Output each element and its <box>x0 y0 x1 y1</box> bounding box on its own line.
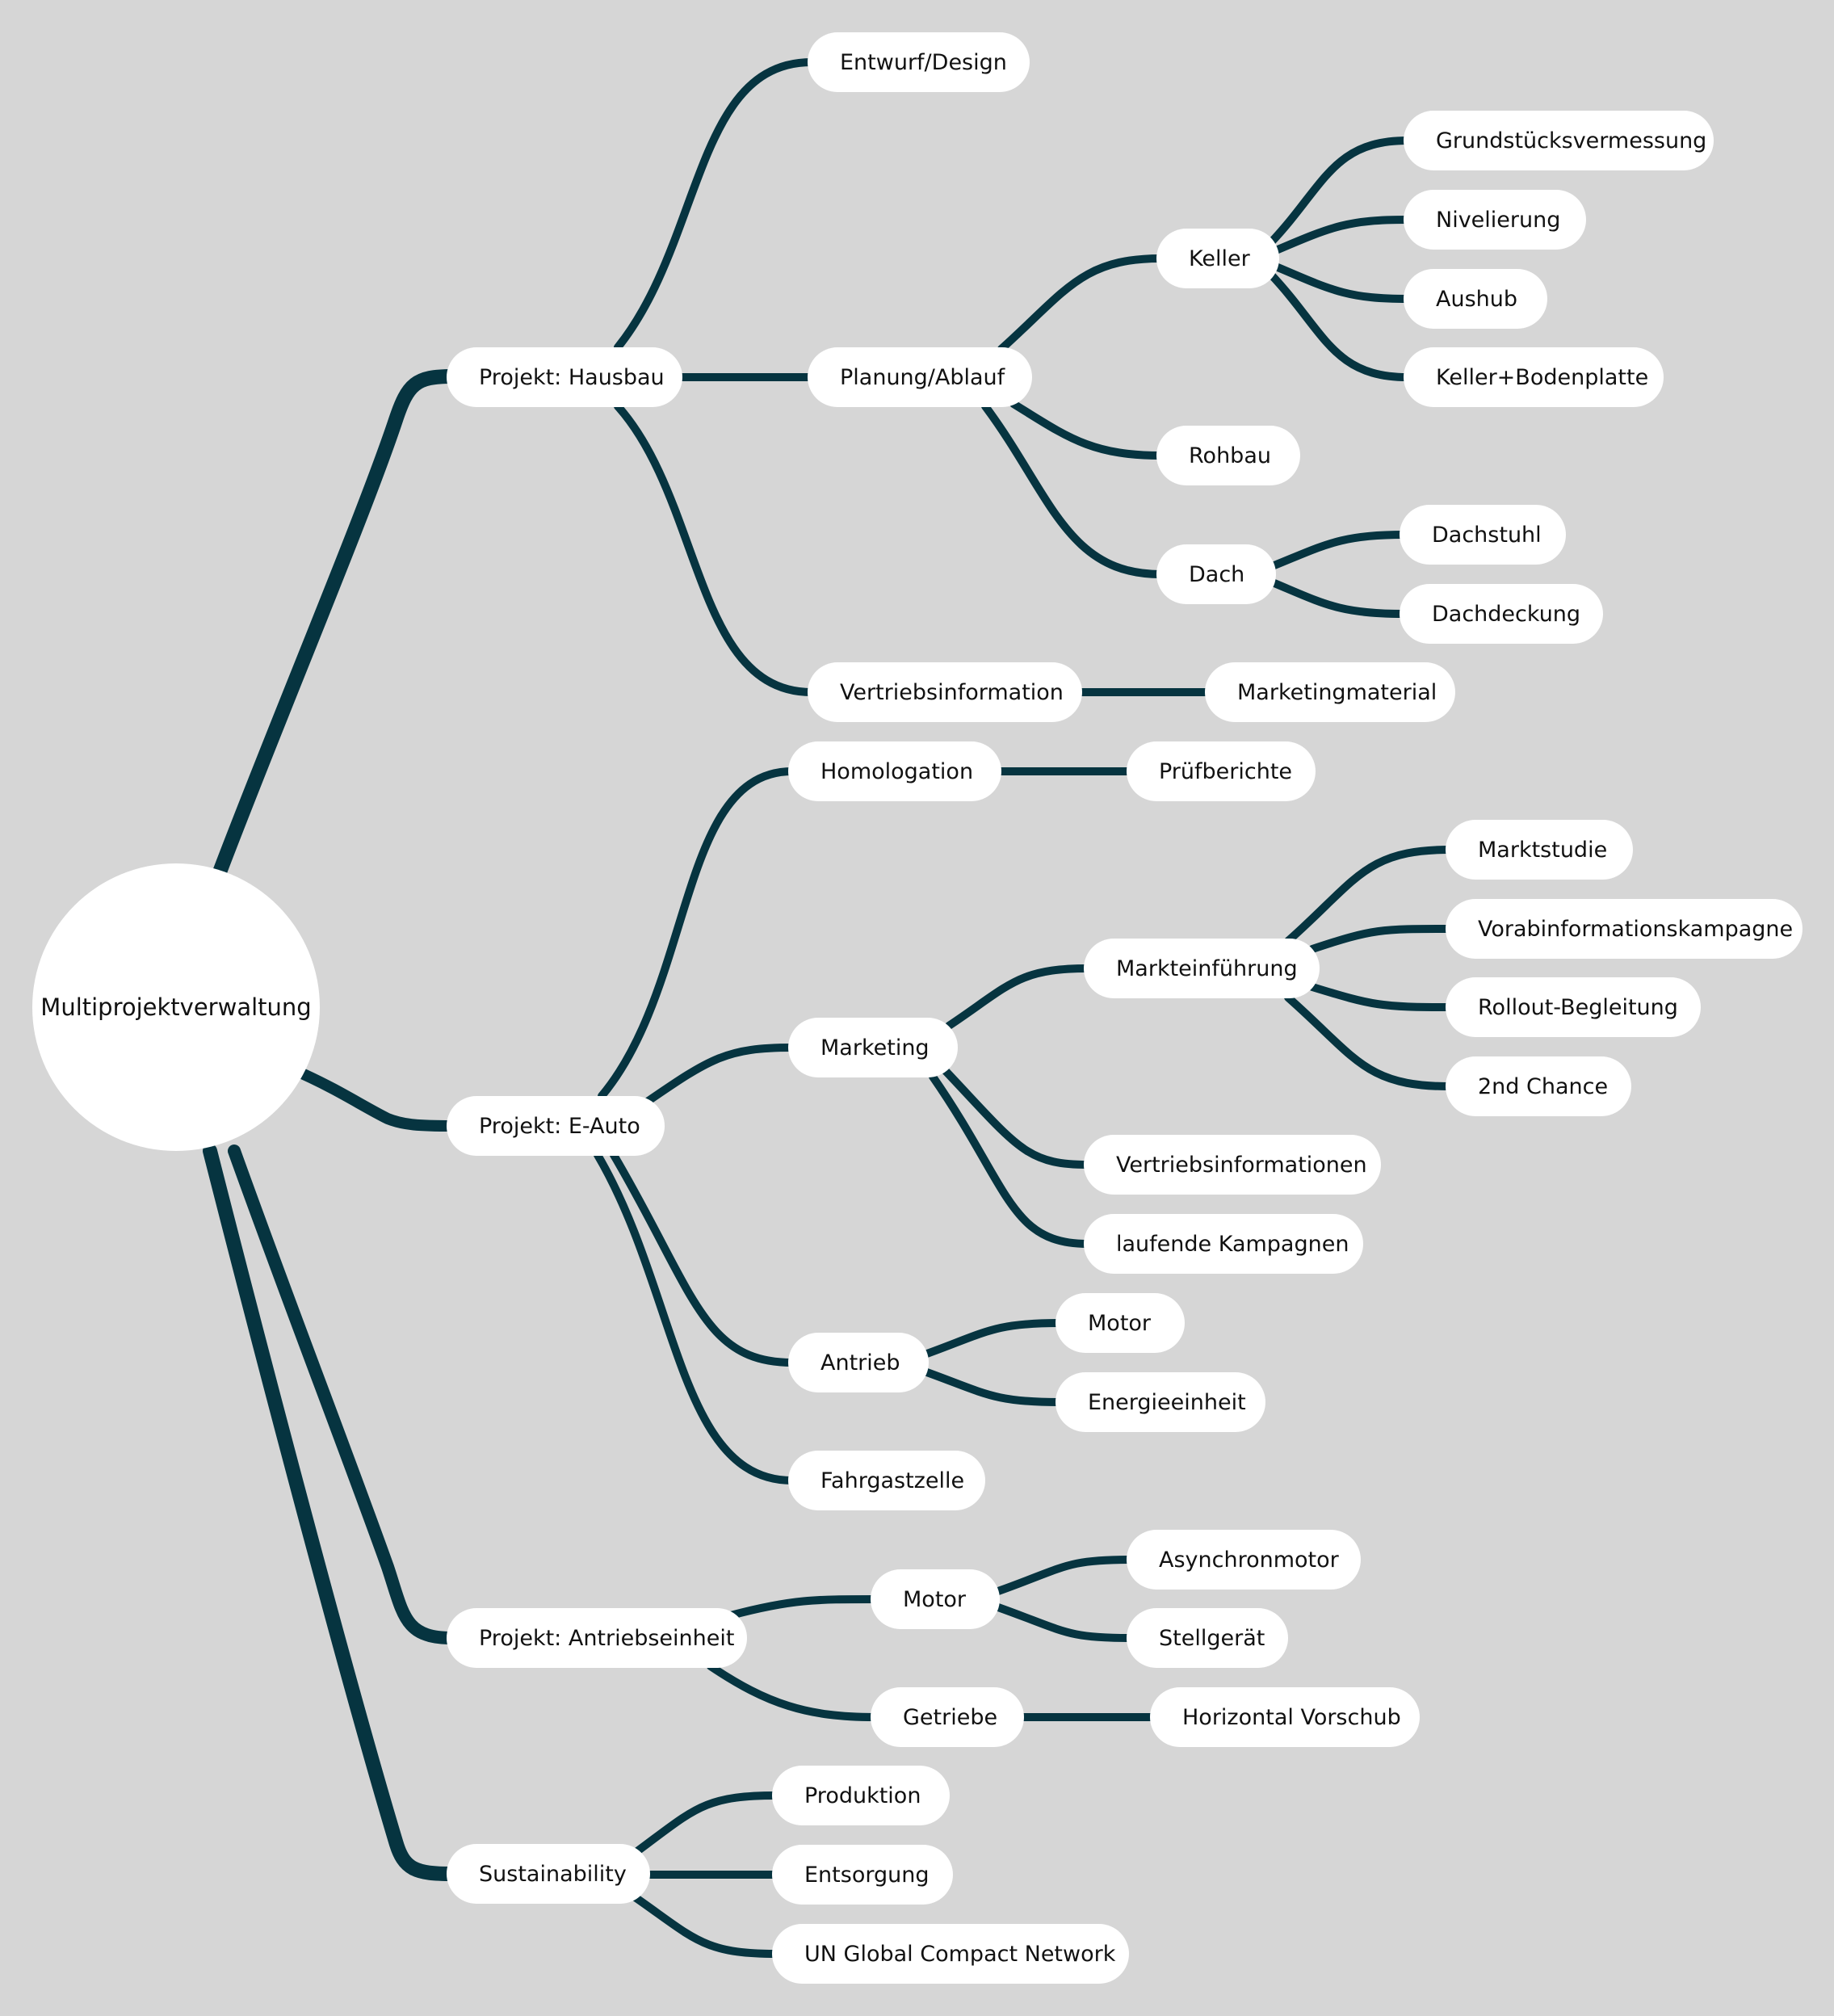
link-keller-aushub <box>1272 262 1412 303</box>
link-root-hausbau <box>211 369 460 884</box>
node-keller[interactable]: Keller <box>1156 229 1279 288</box>
link-sustain-produktion <box>630 1791 780 1858</box>
node-energieeinheit[interactable]: Energieeinheit <box>1055 1372 1265 1432</box>
node-vertriebsinformationen[interactable]: Vertriebsinformationen <box>1084 1135 1381 1195</box>
node-rollout-begleitung[interactable]: Rollout-Begleitung <box>1446 977 1701 1037</box>
root-node[interactable]: Multiprojektverwaltung <box>32 863 320 1151</box>
node-fahrgastzelle[interactable]: Fahrgastzelle <box>788 1451 985 1510</box>
link-markteinf-vorab <box>1308 925 1454 953</box>
link-markteinf-marktstudie <box>1284 846 1454 945</box>
link-keller-nivel <box>1272 216 1412 254</box>
node-pruefberichte[interactable]: Prüfberichte <box>1127 741 1316 801</box>
link-antrieb-motorA <box>727 1595 879 1619</box>
node-homologation[interactable]: Homologation <box>788 741 1001 801</box>
node-stellgeraet[interactable]: Stellgerät <box>1127 1608 1288 1668</box>
node-antrieb[interactable]: Antrieb <box>788 1333 929 1392</box>
root-label: Multiprojektverwaltung <box>40 993 312 1021</box>
node-vertriebsinformation[interactable]: Vertriebsinformation <box>808 662 1082 722</box>
link-antriebE-energie <box>921 1367 1064 1406</box>
link-dach-dachstuhl <box>1270 531 1408 569</box>
link-antrieb-getriebe <box>707 1662 879 1721</box>
node-marketingmaterial[interactable]: Marketingmaterial <box>1205 662 1455 722</box>
link-sustain-unglobal <box>630 1892 780 1958</box>
link-motorA-asynchron <box>994 1556 1135 1595</box>
link-dach-dachdeck <box>1270 579 1408 618</box>
node-aushub[interactable]: Aushub <box>1404 269 1547 329</box>
node-keller-bodenplatte[interactable]: Keller+Bodenplatte <box>1404 347 1664 407</box>
node-marktstudie[interactable]: Marktstudie <box>1446 820 1633 880</box>
node-getriebe[interactable]: Getriebe <box>871 1687 1024 1747</box>
node-vorabinformationskampagne[interactable]: Vorabinformationskampagne <box>1446 899 1803 959</box>
node-entsorgung[interactable]: Entsorgung <box>772 1845 953 1905</box>
link-root-sustain <box>203 1144 460 1881</box>
node-dachstuhl[interactable]: Dachstuhl <box>1400 505 1566 565</box>
link-marketing-vertriebs2 <box>941 1066 1092 1169</box>
node-dachdeckung[interactable]: Dachdeckung <box>1400 584 1603 644</box>
node-horizontal-vorschub[interactable]: Horizontal Vorschub <box>1150 1687 1420 1747</box>
node-entwurf-design[interactable]: Entwurf/Design <box>808 32 1030 92</box>
link-keller-grund <box>1267 136 1412 246</box>
node-projekt-antriebseinheit[interactable]: Projekt: Antriebseinheit <box>447 1608 747 1668</box>
link-hausbau-vertrieb <box>614 402 816 696</box>
link-keller-kellerbp <box>1267 271 1412 381</box>
node-asynchronmotor[interactable]: Asynchronmotor <box>1127 1530 1361 1590</box>
node-nivelierung[interactable]: Nivelierung <box>1404 190 1586 250</box>
link-planung-rohbau <box>1009 400 1165 460</box>
link-root-antrieb <box>228 1144 459 1644</box>
node-sustainability[interactable]: Sustainability <box>447 1844 650 1904</box>
node-2nd-chance[interactable]: 2nd Chance <box>1446 1056 1631 1116</box>
link-planung-dach <box>981 402 1165 578</box>
node-rohbau[interactable]: Rohbau <box>1156 426 1300 485</box>
node-laufende-kampagnen[interactable]: laufende Kampagnen <box>1084 1214 1363 1274</box>
node-produktion[interactable]: Produktion <box>772 1766 950 1825</box>
link-eauto-marketing <box>642 1044 796 1107</box>
link-markteinf-rollout <box>1308 983 1454 1011</box>
node-dach[interactable]: Dach <box>1156 544 1276 604</box>
node-motor-e-auto[interactable]: Motor <box>1055 1293 1185 1353</box>
link-eauto-homolog <box>598 767 796 1100</box>
link-marketing-markteinf <box>945 964 1092 1030</box>
link-marketing-laufende <box>929 1073 1092 1248</box>
link-eauto-antriebE <box>610 1151 796 1367</box>
node-marketing[interactable]: Marketing <box>788 1018 958 1077</box>
link-motorA-stellgeraet <box>994 1603 1135 1642</box>
node-markteinfuehrung[interactable]: Markteinführung <box>1084 939 1320 998</box>
link-antriebE-motorE <box>921 1319 1064 1359</box>
node-grundstuecksvermessung[interactable]: Grundstücksvermessung <box>1404 111 1714 170</box>
link-hausbau-entwurf <box>614 58 816 351</box>
link-markteinf-2nd <box>1284 993 1454 1090</box>
node-projekt-e-auto[interactable]: Projekt: E-Auto <box>447 1096 665 1156</box>
node-un-global-compact-network[interactable]: UN Global Compact Network <box>772 1924 1129 1984</box>
node-planung-ablauf[interactable]: Planung/Ablauf <box>808 347 1032 407</box>
link-planung-keller <box>997 254 1165 353</box>
link-eauto-fahrgast <box>594 1151 796 1485</box>
node-projekt-hausbau[interactable]: Projekt: Hausbau <box>447 347 682 407</box>
node-motor-antriebseinheit[interactable]: Motor <box>871 1569 1000 1629</box>
link-root-eauto <box>298 1069 458 1132</box>
